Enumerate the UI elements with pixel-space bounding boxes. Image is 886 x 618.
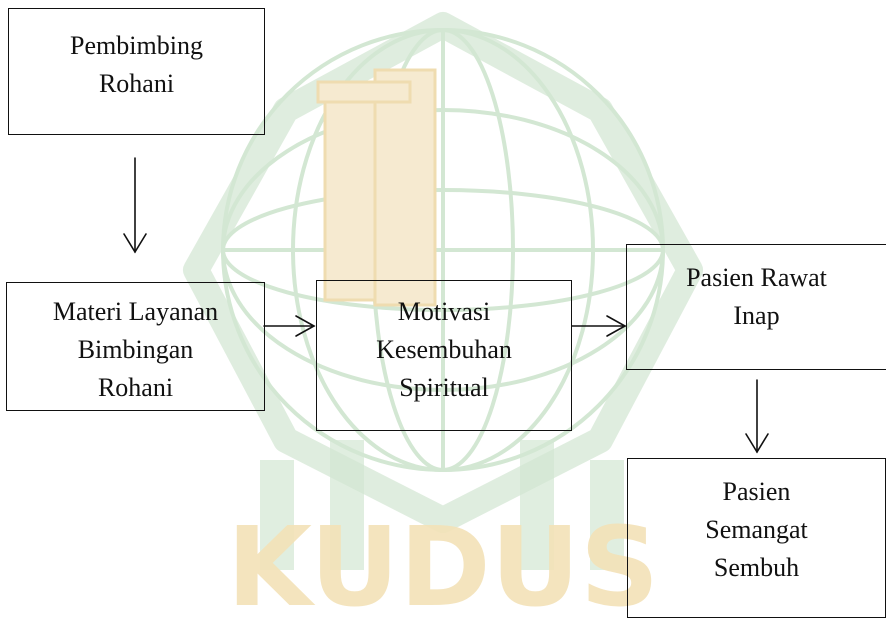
node-label-line: Pasien [722,477,791,506]
node-label-line: Pembimbing [70,31,203,60]
node-label-line: Inap [733,301,780,330]
node-label-line: Kesembuhan [376,335,512,364]
node-label-line: Bimbingan [77,335,194,364]
node-label-line: Rohani [97,373,174,402]
node-label-line: Semangat [705,515,808,544]
node-motivasi-kesembuhan: Motivasi Kesembuhan Spiritual [316,280,572,431]
arrow-right-motivasi-to-pasien-rawat [571,315,627,337]
arrow-down-pembimbing-to-materi [123,157,147,254]
node-label-line: Rohani [98,69,175,98]
node-pembimbing-rohani: Pembimbing Rohani [8,8,265,135]
arrow-down-pasien-rawat-to-semangat [745,379,769,454]
watermark-text: KUDUS [227,503,659,612]
node-label-line: Spiritual [399,373,489,402]
node-pasien-rawat-inap: Pasien Rawat Inap [626,244,886,370]
node-label-line: Materi Layanan [52,297,219,326]
node-materi-layanan: Materi Layanan Bimbingan Rohani [6,282,265,411]
node-label-line: Pasien Rawat [686,263,827,292]
node-label-line: Sembuh [713,553,800,582]
arrow-right-materi-to-motivasi [263,315,316,337]
node-label-line: Motivasi [397,297,491,326]
